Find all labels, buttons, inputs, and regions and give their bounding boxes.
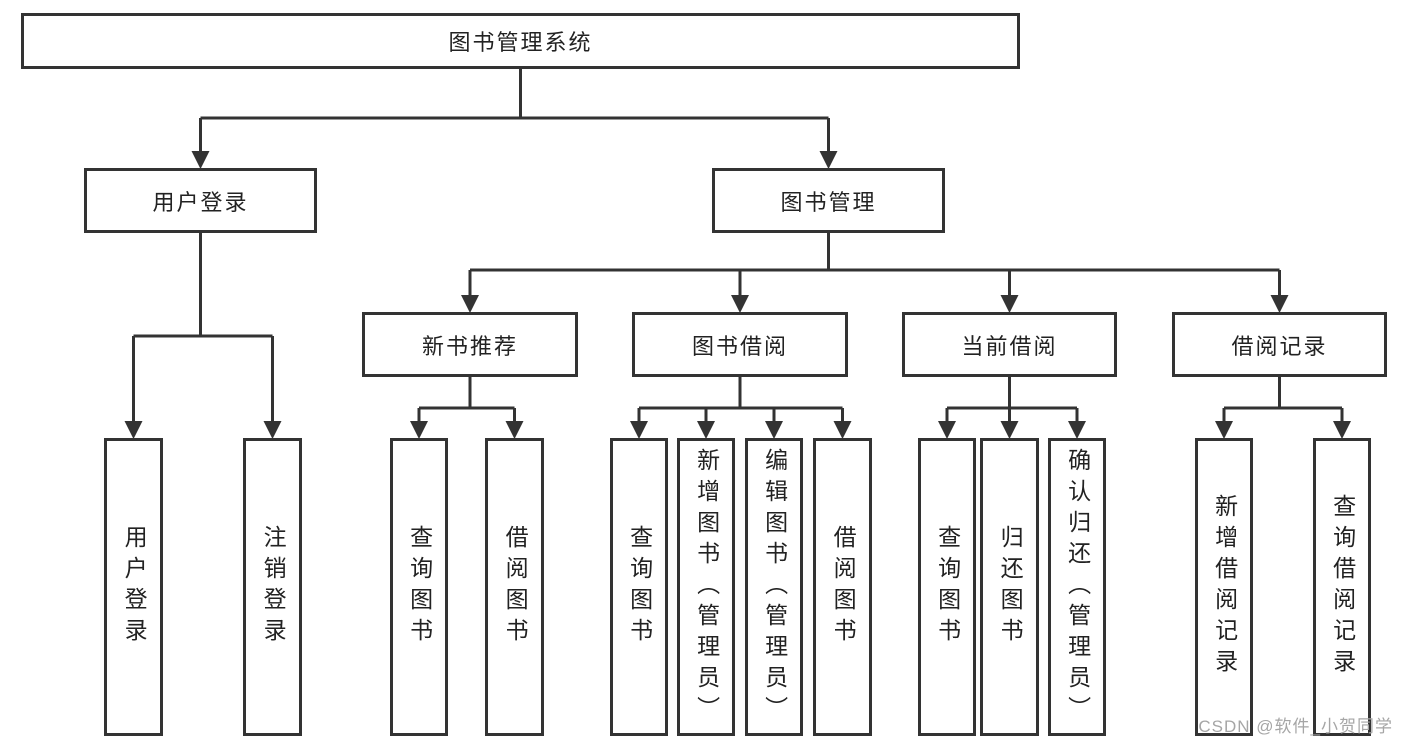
- leaf-label: 用户登录: [121, 525, 148, 649]
- node-book-borrowing: 图书借阅: [632, 312, 848, 377]
- leaf-edit-books-admin: 编辑图书（管理员）: [745, 438, 803, 736]
- node-current-borrowing: 当前借阅: [902, 312, 1117, 377]
- csdn-watermark: CSDN @软件_小贺同学: [1198, 717, 1393, 736]
- leaf-label: 新增借阅记录: [1211, 494, 1238, 680]
- leaf-add-borrow-record: 新增借阅记录: [1195, 438, 1253, 736]
- leaf-query-books-recommend: 查询图书: [390, 438, 448, 736]
- leaf-label: 查询图书: [626, 525, 653, 649]
- leaf-label: 查询图书: [934, 525, 961, 649]
- leaf-borrow-books-recommend: 借阅图书: [485, 438, 544, 736]
- leaf-query-borrow-record: 查询借阅记录: [1313, 438, 1371, 736]
- node-new-book-recommendation: 新书推荐: [362, 312, 578, 377]
- leaf-add-books-admin: 新增图书（管理员）: [677, 438, 735, 736]
- node-label: 图书借阅: [691, 333, 788, 359]
- node-label: 当前借阅: [961, 333, 1058, 359]
- leaf-label: 借阅图书: [502, 525, 529, 649]
- node-label: 图书管理系统: [448, 30, 593, 55]
- leaf-label: 新增图书（管理员）: [693, 447, 720, 727]
- leaf-label: 确认归还（管理员）: [1064, 447, 1091, 727]
- leaf-borrow-books-borrowing: 借阅图书: [813, 438, 872, 736]
- leaf-label: 归还图书: [997, 525, 1024, 649]
- node-label: 用户登录: [152, 189, 249, 215]
- node-user-login: 用户登录: [84, 168, 317, 233]
- node-library-management-system: 图书管理系统: [21, 13, 1020, 69]
- node-label: 借阅记录: [1231, 333, 1328, 359]
- leaf-label: 编辑图书（管理员）: [761, 447, 788, 727]
- leaf-logout: 注销登录: [243, 438, 302, 736]
- leaf-return-books: 归还图书: [980, 438, 1039, 736]
- leaf-label: 注销登录: [260, 525, 287, 649]
- node-label: 新书推荐: [421, 333, 518, 359]
- leaf-label: 查询借阅记录: [1329, 494, 1356, 680]
- leaf-user-login: 用户登录: [104, 438, 163, 736]
- leaf-query-books-borrowing: 查询图书: [610, 438, 668, 736]
- node-borrowing-records: 借阅记录: [1172, 312, 1387, 377]
- leaf-label: 查询图书: [406, 525, 433, 649]
- node-label: 图书管理: [780, 189, 877, 215]
- node-book-management: 图书管理: [712, 168, 945, 233]
- leaf-query-books-current: 查询图书: [918, 438, 976, 736]
- leaf-label: 借阅图书: [830, 525, 857, 649]
- leaf-confirm-return-admin: 确认归还（管理员）: [1048, 438, 1106, 736]
